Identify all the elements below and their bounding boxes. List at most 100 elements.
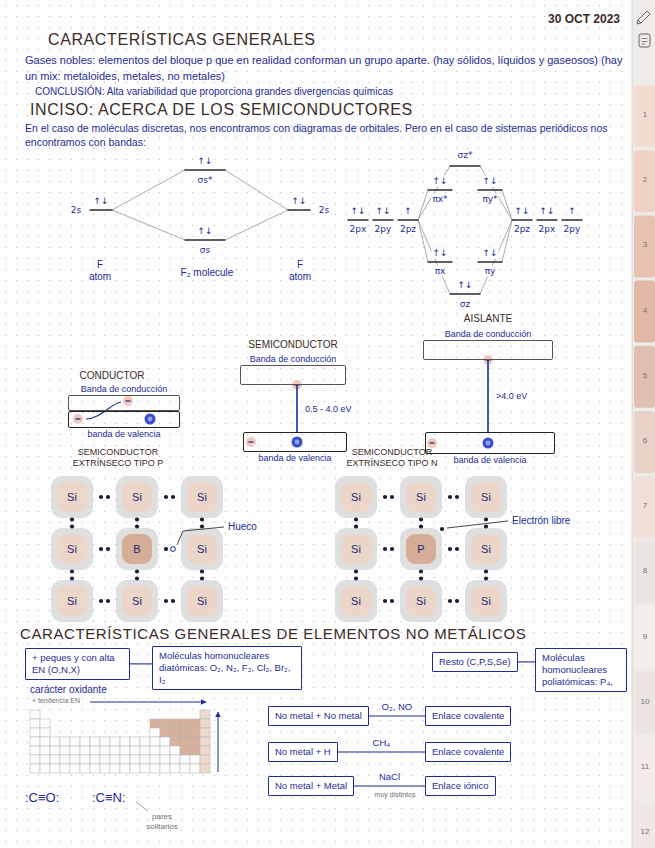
- note-text: Gases nobles: elementos del bloque p que…: [25, 52, 630, 84]
- lattice-cell: [51, 528, 93, 570]
- lattice-cell: [181, 476, 223, 518]
- notebook-tab: [634, 672, 655, 734]
- atom-cell: Si: [341, 586, 371, 616]
- box-text: Enlace covalente: [432, 710, 504, 722]
- atom-cell: Si: [187, 586, 217, 616]
- atom-cell: Si: [57, 586, 87, 616]
- periodic-cell: [170, 728, 180, 737]
- connector-line: [369, 715, 425, 716]
- small-note: muy distintos: [375, 791, 416, 799]
- orbital-level: [478, 189, 502, 190]
- periodic-cell: [150, 737, 160, 746]
- orbital-label: πy*: [481, 194, 498, 205]
- notebook-tab: [634, 737, 655, 799]
- periodic-cell: [200, 755, 210, 764]
- diagram-title: SEMICONDUCTOR EXTRÍNSECO TIPO P: [56, 447, 181, 469]
- electron-pair: ↑↓: [290, 196, 307, 207]
- periodic-cell: [80, 755, 90, 764]
- box-text: No metal + No metal: [275, 710, 362, 722]
- orbital-level: [478, 261, 502, 262]
- periodic-cell: [100, 764, 110, 773]
- bond-electron: [164, 495, 168, 499]
- concept-box: + peques y con alta EN (O,N,X): [25, 648, 130, 680]
- periodic-cell: [190, 764, 200, 773]
- periodic-cell: [160, 746, 170, 755]
- tab-number: 8: [643, 567, 647, 577]
- atom-symbol: P: [417, 544, 424, 555]
- atom-symbol: Si: [197, 596, 207, 607]
- lattice-cell: [116, 476, 158, 518]
- axis-note: carácter oxidante: [30, 684, 107, 696]
- orbital-level: [537, 219, 557, 220]
- box-text: Resto (C,P,S,Se): [439, 656, 511, 668]
- periodic-cell: [90, 737, 100, 746]
- bond-electron: [354, 524, 358, 528]
- charge-dot-inner: [295, 440, 300, 445]
- atom-cell: Si: [341, 534, 371, 564]
- periodic-cell: [170, 764, 180, 773]
- electron-circle: [427, 438, 437, 448]
- leader-line: [447, 521, 508, 528]
- page-icon: [639, 34, 650, 47]
- periodic-cell: [190, 755, 200, 764]
- date-stamp: 30 OCT 2023: [548, 12, 620, 26]
- atom-cell: Si: [341, 482, 371, 512]
- connector-line: [130, 663, 152, 664]
- minus-sign: [430, 442, 435, 443]
- electron-circle: [246, 437, 256, 447]
- orbital-label: σs: [199, 245, 211, 256]
- band-label: banda de valencia: [258, 453, 331, 463]
- atom-symbol: Si: [67, 596, 77, 607]
- atom-symbol: Si: [351, 596, 361, 607]
- band-label: Banda de conducción: [250, 354, 337, 364]
- periodic-cell: [70, 737, 80, 746]
- tab-number: 9: [643, 632, 647, 642]
- periodic-cell: [100, 755, 110, 764]
- note-text: En el caso de moléculas discretas, nos e…: [25, 121, 625, 149]
- concept-box: Enlace covalente: [425, 706, 511, 726]
- orbital-correlation-line: [502, 220, 512, 262]
- periodic-cell: [180, 755, 190, 764]
- molecule-caption: F₂ molecule: [181, 267, 234, 279]
- periodic-cell: [70, 764, 80, 773]
- bond-electron: [448, 599, 452, 603]
- bond-electron: [99, 547, 103, 551]
- axis-note: + tendencia EN: [32, 697, 80, 705]
- electron-circle: [73, 414, 83, 424]
- periodic-cell: [150, 746, 160, 755]
- periodic-cell: [130, 746, 140, 755]
- bond-electron: [135, 517, 139, 521]
- periodic-cell: [130, 755, 140, 764]
- atom-symbol: Si: [132, 492, 142, 503]
- orbital-correlation-line: [418, 220, 428, 262]
- periodic-cell: [30, 719, 40, 728]
- orbital-label: 2py: [374, 224, 393, 235]
- atom-cell: Si: [187, 534, 217, 564]
- bond-electron: [135, 576, 139, 580]
- periodic-cell: [90, 764, 100, 773]
- periodic-cell: [50, 746, 60, 755]
- periodic-cell: [160, 764, 170, 773]
- atom-symbol: B: [133, 544, 140, 555]
- electron-pair: ↑↓: [481, 248, 498, 259]
- periodic-cell: [180, 764, 190, 773]
- charge-dot-outer: [292, 437, 303, 448]
- atom-caption: F atom: [86, 259, 114, 283]
- periodic-cell: [50, 755, 60, 764]
- periodic-cell: [190, 746, 200, 755]
- periodic-cell: [100, 746, 110, 755]
- bond-electron: [390, 547, 394, 551]
- electron-pair: ↑↓: [431, 176, 448, 187]
- bond-electron: [455, 495, 459, 499]
- electron-symbol: [427, 438, 437, 448]
- notebook-tab: [634, 802, 655, 848]
- notebook-tab: [634, 476, 655, 538]
- atom-symbol: Si: [197, 492, 207, 503]
- bond-electron: [99, 599, 103, 603]
- notebook-tab: [634, 411, 655, 473]
- energy-band: banda de valencia: [425, 432, 555, 454]
- atom-cell: Si: [57, 482, 87, 512]
- periodic-cell: [160, 755, 170, 764]
- tab-number: 10: [641, 697, 650, 707]
- bond-electron: [171, 599, 175, 603]
